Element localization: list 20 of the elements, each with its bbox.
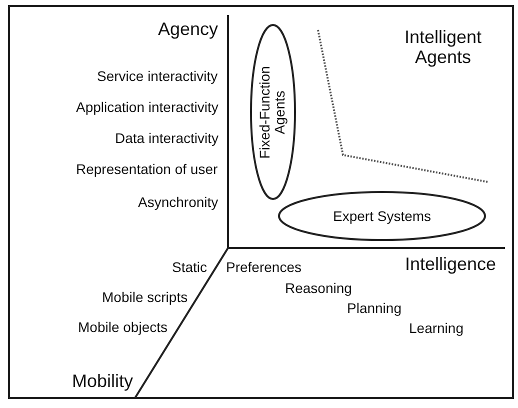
axis-value: Static [172, 260, 208, 276]
axis-value: Reasoning [285, 281, 352, 296]
axis-value: Mobile objects [78, 320, 168, 336]
axis-value: Application interactivity [76, 100, 218, 116]
region-label: Intelligent Agents [403, 28, 483, 68]
ellipse-region [250, 24, 296, 200]
axis-title: Agency [158, 20, 218, 40]
axis-title: Intelligence [405, 255, 496, 275]
axis-title: Mobility [72, 372, 134, 392]
axis-value: Service interactivity [97, 69, 218, 84]
axis-value: Learning [409, 321, 464, 336]
ellipse-region [278, 191, 486, 241]
axis-value: Data interactivity [115, 131, 218, 146]
axis-value: Representation of user [76, 162, 218, 178]
axis-value: Preferences [226, 260, 302, 276]
region-label: Fixed-Function Agents [258, 64, 288, 160]
axis-value: Planning [347, 301, 402, 316]
axis-value: Asynchronity [138, 195, 218, 210]
region-label: Expert Systems [333, 208, 432, 224]
axis-value: Mobile scripts [102, 290, 188, 306]
